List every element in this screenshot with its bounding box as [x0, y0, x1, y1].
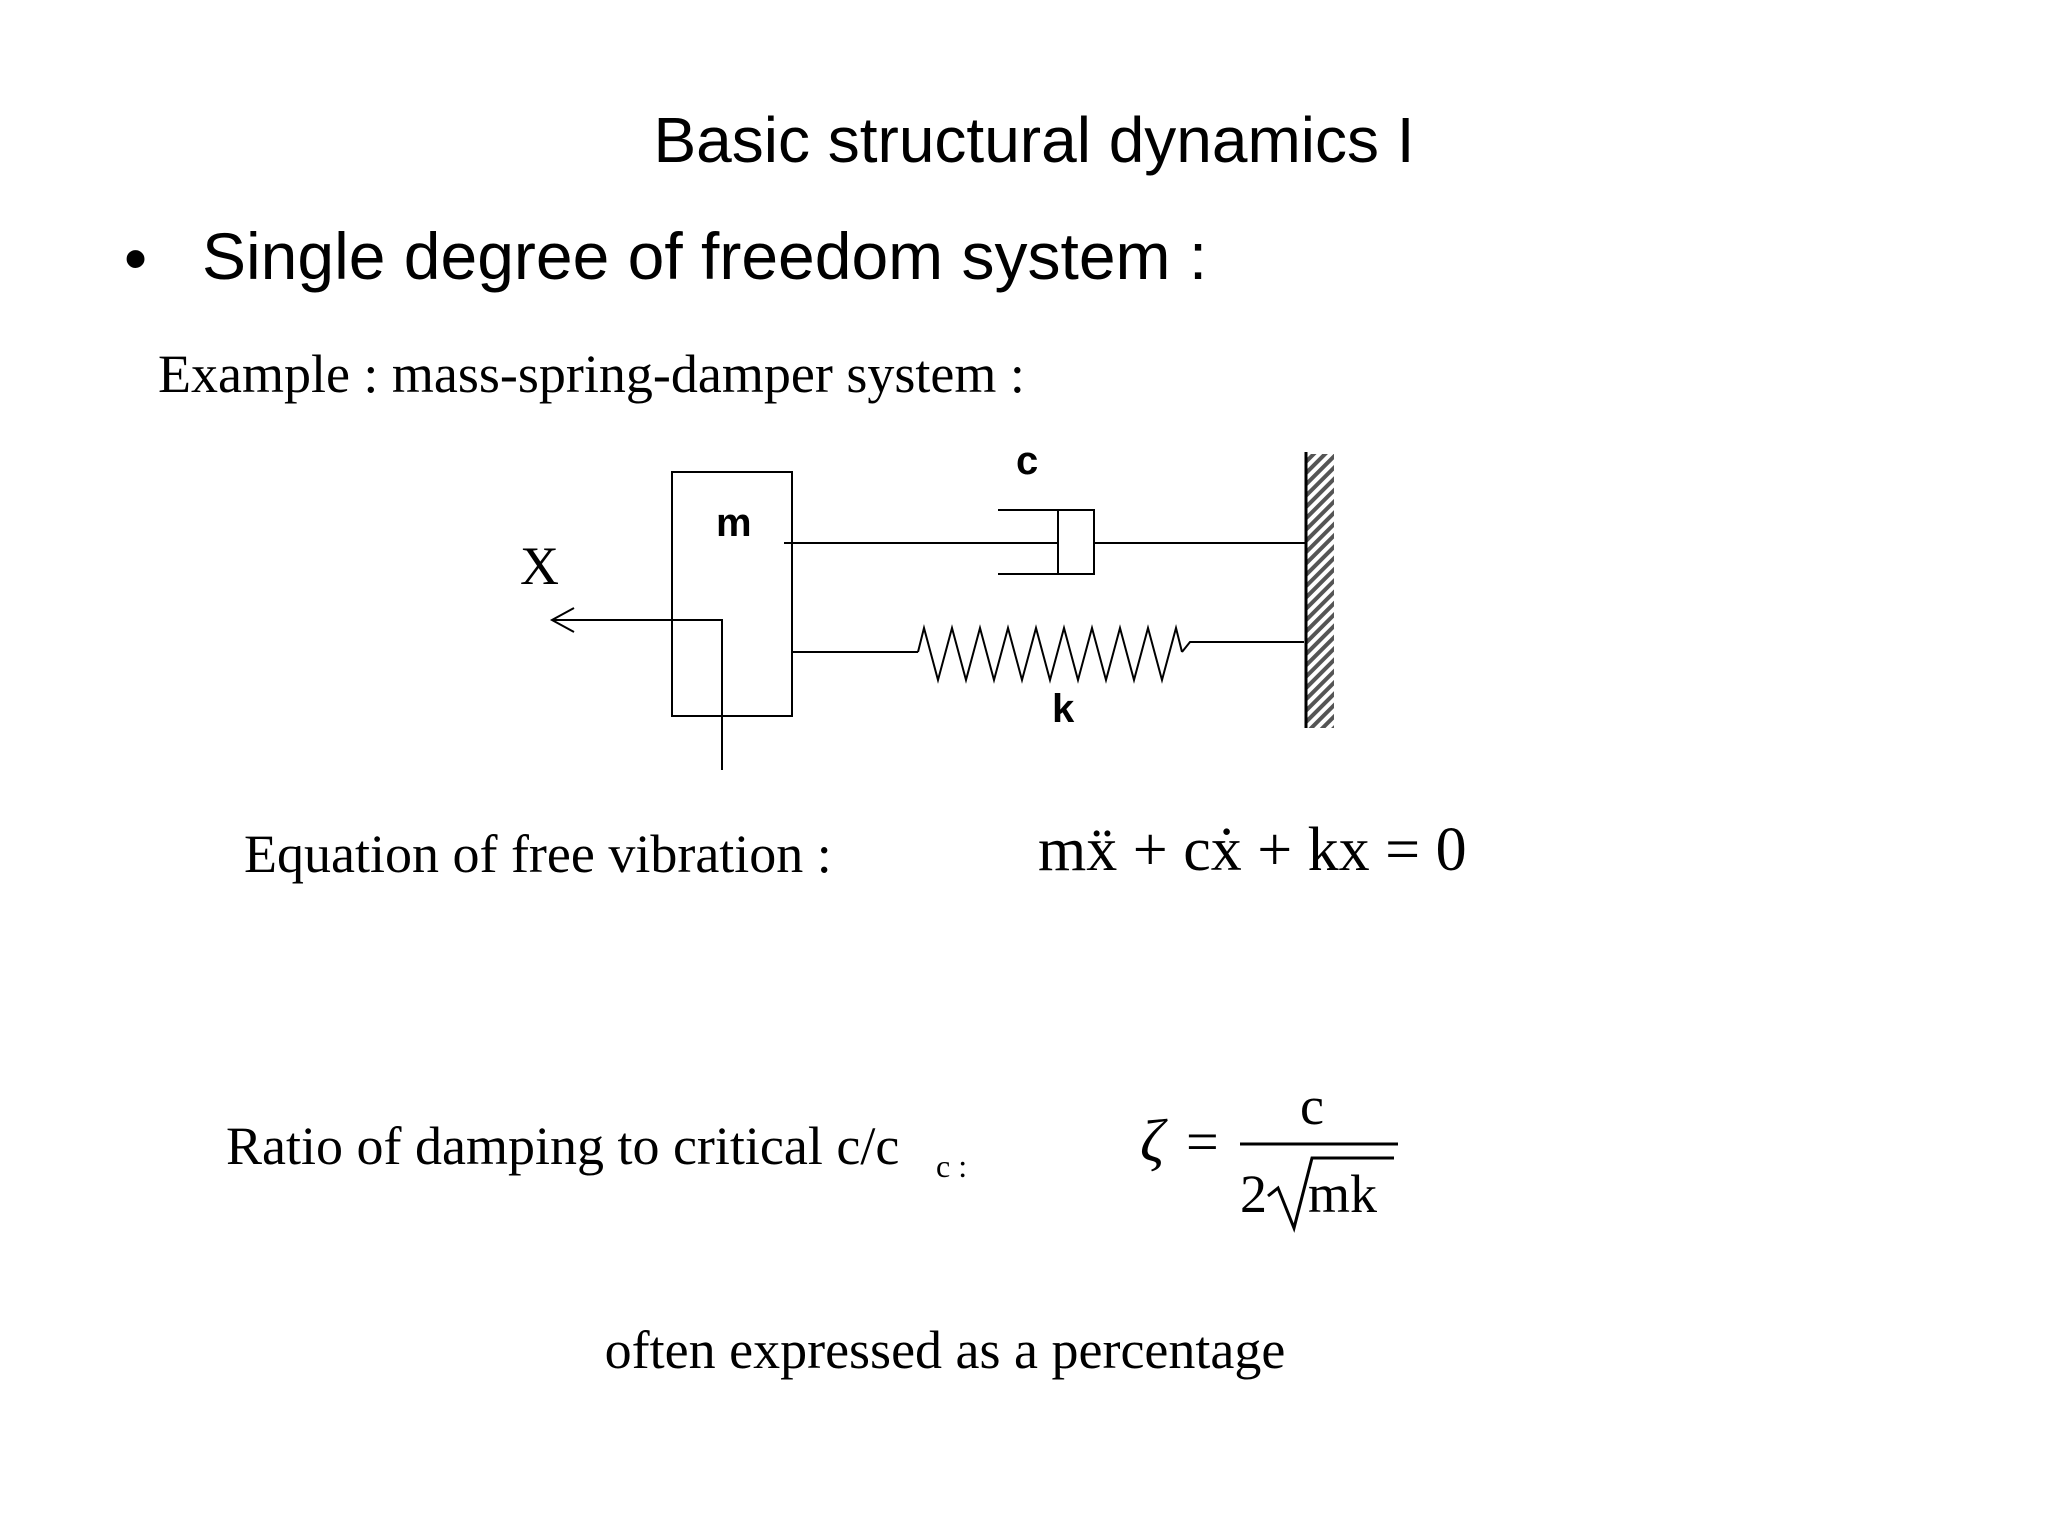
fraction-denominator-radicand: mk: [1308, 1164, 1378, 1224]
footer-note: often expressed as a percentage: [604, 1320, 1286, 1380]
fraction-denominator-coefficient: 2: [1240, 1164, 1267, 1224]
equals-sign: =: [1186, 1109, 1219, 1174]
equation-label: Equation of free vibration :: [244, 824, 832, 884]
bullet-marker: •: [124, 221, 148, 295]
example-caption: Example : mass-spring-damper system :: [158, 344, 1025, 404]
fixed-wall: [1304, 452, 1334, 728]
damper: [784, 509, 1310, 575]
displacement-label: X: [520, 536, 559, 596]
mass-block: [671, 471, 793, 717]
damping-ratio-label: Ratio of damping to critical c/c: [226, 1116, 900, 1176]
damping-ratio-label-subscript: c :: [936, 1148, 968, 1184]
spring: [792, 624, 1304, 684]
damper-label: c: [1016, 439, 1038, 483]
slide-title: Basic structural dynamics I: [653, 104, 1415, 176]
fraction-numerator: c: [1300, 1076, 1324, 1136]
zeta-symbol: ζ: [1140, 1108, 1165, 1174]
mass-label: m: [716, 501, 752, 545]
spring-label: k: [1052, 687, 1075, 731]
bullet-heading: Single degree of freedom system :: [202, 219, 1208, 293]
equation-of-motion: mẍ + cẋ + kx = 0: [1038, 816, 1467, 884]
displacement-arrow: [549, 607, 723, 770]
